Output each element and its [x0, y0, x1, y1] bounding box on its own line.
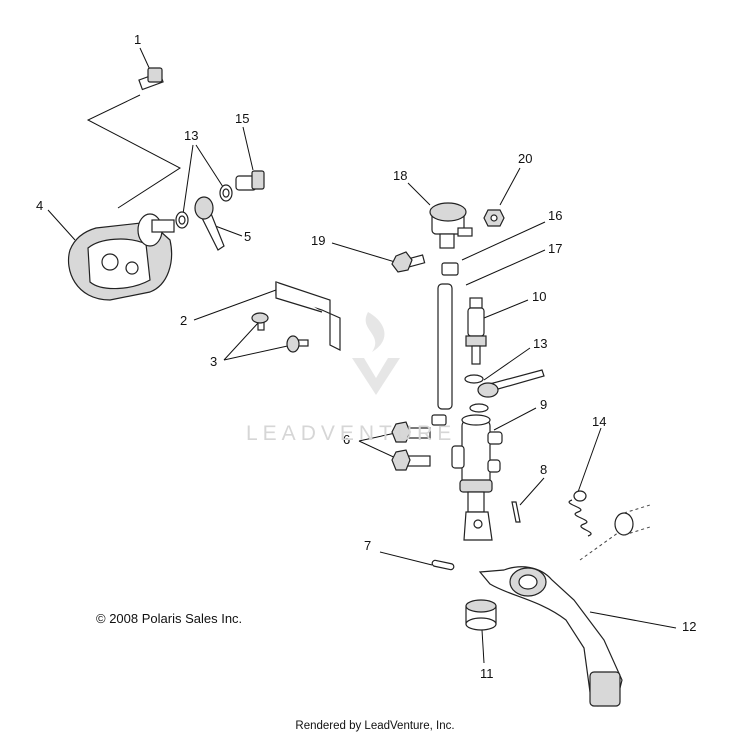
master-cylinder-part — [451, 414, 503, 541]
return-spring-part — [568, 490, 592, 537]
callout-18: 18 — [393, 168, 407, 183]
reservoir-bolt-part — [391, 251, 426, 273]
callout-10: 10 — [532, 289, 546, 304]
callout-2: 2 — [180, 313, 187, 328]
bushing-part — [465, 599, 497, 631]
brake-caliper-part — [67, 213, 175, 301]
crush-washers-right-part — [464, 374, 489, 413]
callout-5: 5 — [244, 229, 251, 244]
callout-3: 3 — [210, 354, 217, 369]
clevis-pin-part — [431, 559, 455, 571]
callout-20: 20 — [518, 151, 532, 166]
bracket-screws-part — [251, 312, 309, 353]
callout-13-left: 13 — [184, 128, 198, 143]
callout-labels: 1 13 15 4 5 2 3 18 20 16 19 17 10 13 9 6… — [36, 32, 696, 681]
nut-part — [483, 209, 505, 227]
reservoir-hose-part — [437, 283, 453, 410]
callout-15: 15 — [235, 111, 249, 126]
crush-washers-part — [175, 184, 233, 229]
callout-17: 17 — [548, 241, 562, 256]
footer-credit: Rendered by LeadVenture, Inc. — [295, 720, 455, 732]
brake-pedal-part — [478, 566, 623, 707]
banjo-bolt-part — [235, 170, 265, 191]
callout-1: 1 — [134, 32, 141, 47]
callout-14: 14 — [592, 414, 606, 429]
master-cylinder-bolts-part — [391, 421, 431, 471]
watermark-text: LEADVENTURE — [246, 422, 457, 445]
leader-lines — [47, 47, 677, 664]
bracket-part — [275, 281, 341, 351]
callout-19: 19 — [311, 233, 325, 248]
banjo-fitting-part — [194, 196, 225, 251]
callout-9: 9 — [540, 397, 547, 412]
pivot-shaft-part — [614, 504, 651, 536]
brake-line-part — [477, 369, 545, 398]
hose-clamp-part — [441, 262, 459, 276]
brake-switch-part — [465, 297, 487, 365]
callout-7: 7 — [364, 538, 371, 553]
bolt-part — [138, 67, 164, 91]
copyright-notice: © 2008 Polaris Sales Inc. — [96, 611, 243, 626]
callout-12: 12 — [682, 619, 696, 634]
callout-6: 6 — [343, 432, 350, 447]
callout-13-right: 13 — [533, 336, 547, 351]
callout-11: 11 — [480, 666, 494, 681]
callout-8: 8 — [540, 462, 547, 477]
cotter-pin-part — [511, 501, 521, 523]
spacer-part — [431, 414, 447, 426]
callout-16: 16 — [548, 208, 562, 223]
watermark-logo — [352, 312, 400, 395]
reservoir-part — [429, 202, 473, 249]
callout-4: 4 — [36, 198, 43, 213]
